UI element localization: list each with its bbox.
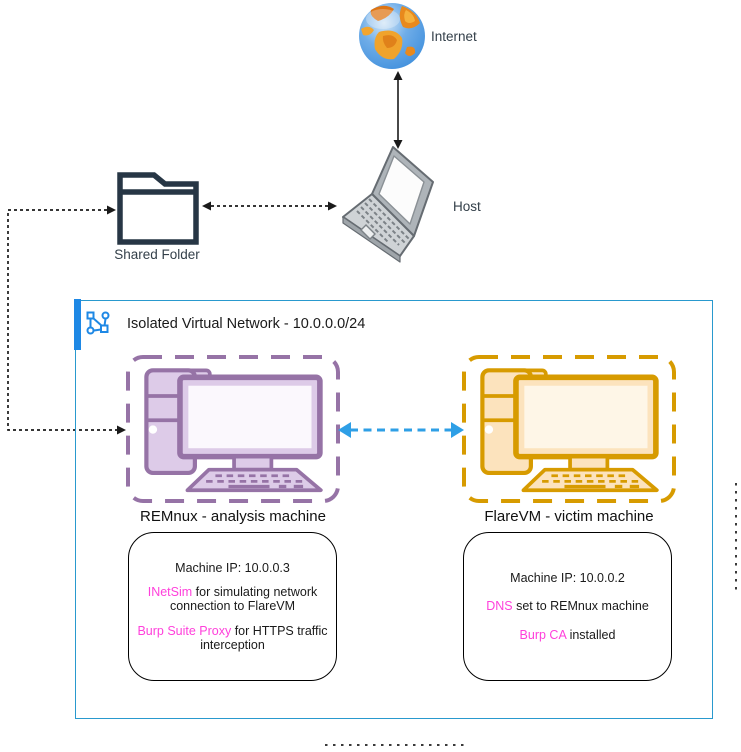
laptop-icon [342, 146, 434, 263]
detail-line: Machine IP: 10.0.0.2 [510, 570, 625, 585]
desktop-computer-icon [480, 368, 659, 493]
dotted-line-right [735, 483, 738, 593]
host-label: Host [453, 199, 481, 214]
flarevm-label: FlareVM - victim machine [484, 508, 654, 525]
folder-remnux-link [7, 205, 126, 435]
detail-line: DNS set to REMnux machine [486, 599, 649, 614]
remnux-label: REMnux - analysis machine [140, 508, 326, 525]
folder-host-link [202, 201, 337, 211]
detail-line: Burp Suite Proxy for HTTPS traffic inter… [137, 623, 328, 653]
remnux-boundary [126, 355, 340, 503]
detail-line: Burp CA installed [519, 627, 616, 642]
globe-icon [359, 3, 425, 69]
flarevm-boundary [462, 355, 676, 503]
internet-label: Internet [431, 29, 477, 44]
dotted-line-bottom [325, 744, 467, 747]
detail-line: Machine IP: 10.0.0.3 [175, 560, 290, 575]
virtual-network-icon [86, 311, 110, 335]
remnux-flarevm-link [338, 422, 464, 438]
detail-line: INetSim for simulating network connectio… [147, 584, 318, 614]
folder-icon [117, 172, 199, 245]
flarevm-details-card: Machine IP: 10.0.0.2 DNS set to REMnux m… [463, 532, 672, 681]
network-zone-accent [74, 299, 81, 350]
desktop-computer-icon [144, 368, 323, 493]
network-zone-title: Isolated Virtual Network - 10.0.0.0/24 [127, 316, 366, 332]
internet-host-link [393, 71, 403, 149]
remnux-details-card: Machine IP: 10.0.0.3 INetSim for simulat… [128, 532, 337, 681]
isolated-network-zone [75, 300, 713, 719]
shared-folder-label: Shared Folder [114, 247, 200, 262]
